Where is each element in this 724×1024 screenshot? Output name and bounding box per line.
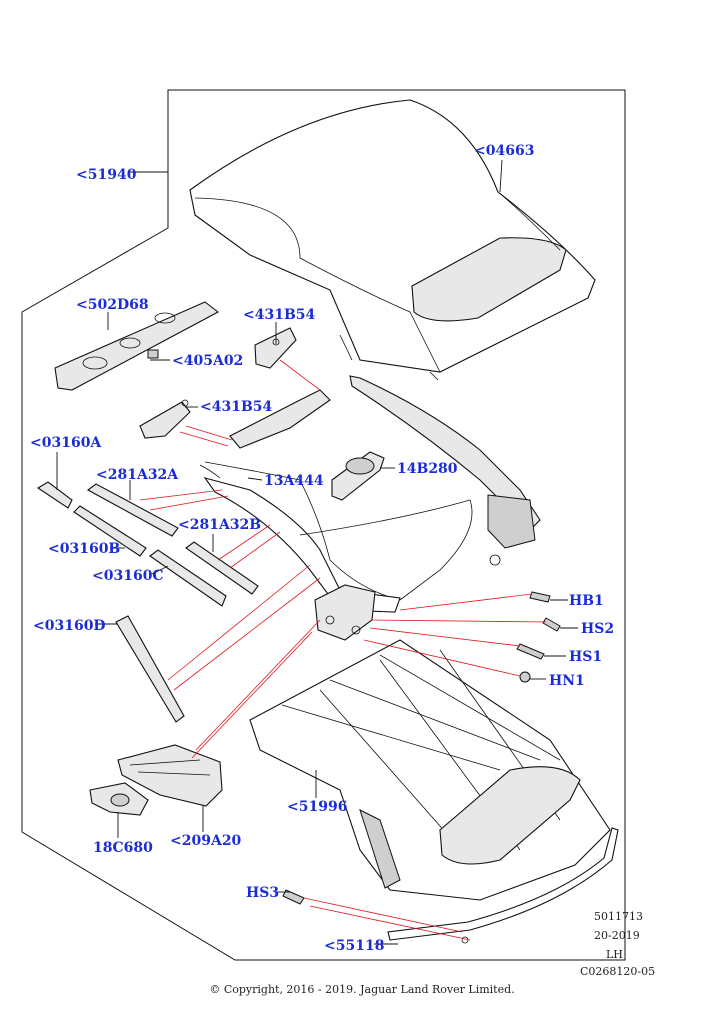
trim-strip-03160B — [73, 505, 147, 557]
callout-04663: <04663 — [474, 143, 534, 159]
fastener-HB1 — [529, 591, 551, 603]
callout-HN1: HN1 — [549, 673, 585, 689]
callout-55118: <55118 — [324, 938, 384, 954]
callout-51996: <51996 — [287, 799, 347, 815]
doc-number: 5011713 — [594, 910, 643, 923]
callout-HS3: HS3 — [246, 885, 279, 901]
callout-HS1: HS1 — [569, 649, 602, 665]
side-indicator: LH — [606, 948, 623, 961]
callout-431B54-lower: <431B54 — [200, 399, 273, 415]
doc-date: 20-2019 — [594, 929, 640, 942]
callout-03160C: <03160C — [92, 568, 164, 584]
motor-18C680 — [89, 782, 149, 816]
seal-strip-281A32B — [185, 541, 259, 595]
trim-strip-03160A — [36, 481, 73, 509]
trim-strip-03160D — [115, 615, 185, 723]
red-assembly-lines — [139, 359, 547, 941]
callout-281A32A: <281A32A — [96, 467, 179, 483]
callout-HS2: HS2 — [581, 621, 614, 637]
actuator-209A20 — [117, 744, 223, 807]
callout-209A20: <209A20 — [170, 833, 242, 849]
soft-top-cover — [189, 99, 596, 381]
callout-405A02: <405A02 — [172, 353, 243, 369]
wiring-harness-13A444 — [199, 389, 401, 601]
fastener-HS1 — [516, 643, 545, 660]
motor-14B280 — [331, 451, 385, 501]
callout-03160B: <03160B — [48, 541, 120, 557]
nut-HN1 — [519, 671, 531, 683]
callout-502D68: <502D68 — [76, 297, 149, 313]
folding-frame-51996 — [249, 639, 611, 901]
side-rail-mechanism — [349, 375, 541, 566]
callout-03160A: <03160A — [30, 435, 102, 451]
fastener-HS2 — [542, 617, 561, 632]
hinge-bracket-lower — [139, 399, 191, 439]
hinge-bracket-upper — [254, 327, 297, 369]
black-leader-lines — [56, 159, 578, 945]
assembly-frame — [21, 89, 626, 961]
callout-14B280: 14B280 — [397, 461, 458, 477]
callout-HB1: HB1 — [569, 593, 604, 609]
illustration-id: C0268120-05 — [580, 965, 655, 978]
callout-51940: <51940 — [76, 167, 137, 183]
callout-18C680: 18C680 — [93, 840, 153, 856]
rear-bow-55118 — [387, 827, 619, 944]
callout-431B54-upper: <431B54 — [243, 307, 316, 323]
callout-281A32B: <281A32B — [178, 517, 261, 533]
trim-strip-03160C — [149, 549, 227, 607]
callout-03160D: <03160D — [33, 618, 106, 634]
seal-strip-281A32A — [86, 483, 179, 537]
callout-13A444: 13A444 — [264, 473, 324, 489]
rear-panel-502D68 — [54, 301, 220, 391]
pivot-mechanism — [314, 584, 376, 641]
fastener-HS3 — [282, 889, 305, 905]
copyright-notice: © Copyright, 2016 - 2019. Jaguar Land Ro… — [209, 983, 514, 996]
